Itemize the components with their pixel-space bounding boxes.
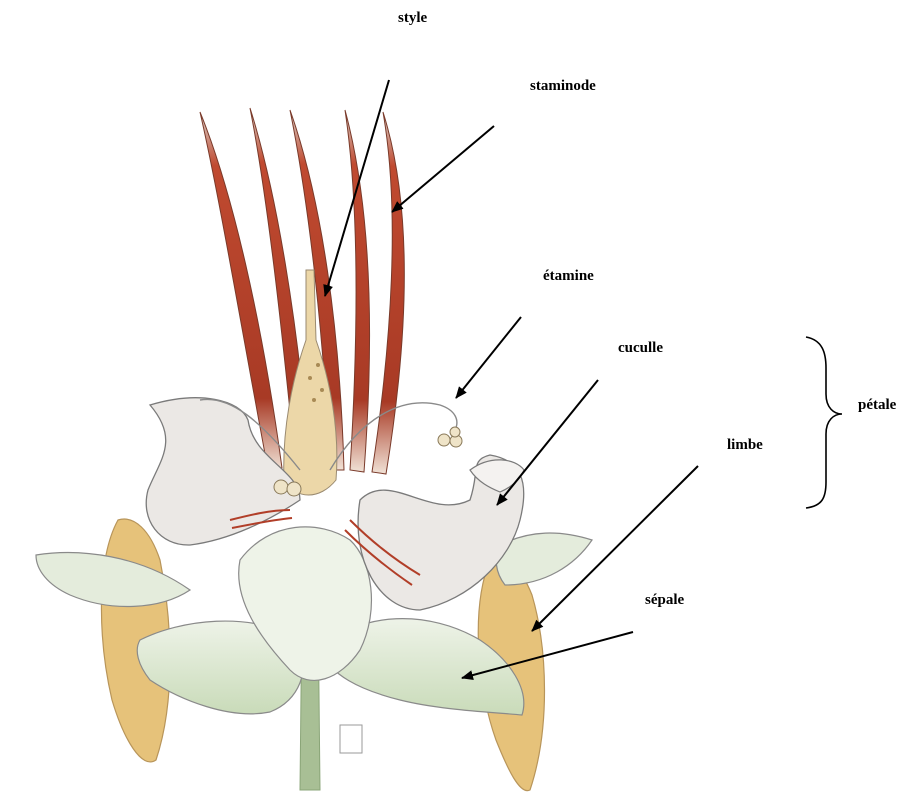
arrow-cuculle [497, 380, 598, 505]
label-etamine: étamine [543, 268, 594, 285]
arrow-staminode [392, 126, 494, 212]
petale-brace [806, 337, 842, 508]
sepal-green-far-left [36, 553, 190, 607]
label-cuculle: cuculle [618, 340, 663, 357]
label-petale: pétale [858, 397, 896, 414]
arrow-etamine [456, 317, 521, 398]
label-limbe: limbe [727, 437, 763, 454]
petal-left [146, 398, 300, 545]
signature-mark [340, 725, 362, 753]
label-sepale: sépale [645, 592, 684, 609]
label-staminode: staminode [530, 78, 596, 95]
label-style: style [398, 10, 427, 27]
